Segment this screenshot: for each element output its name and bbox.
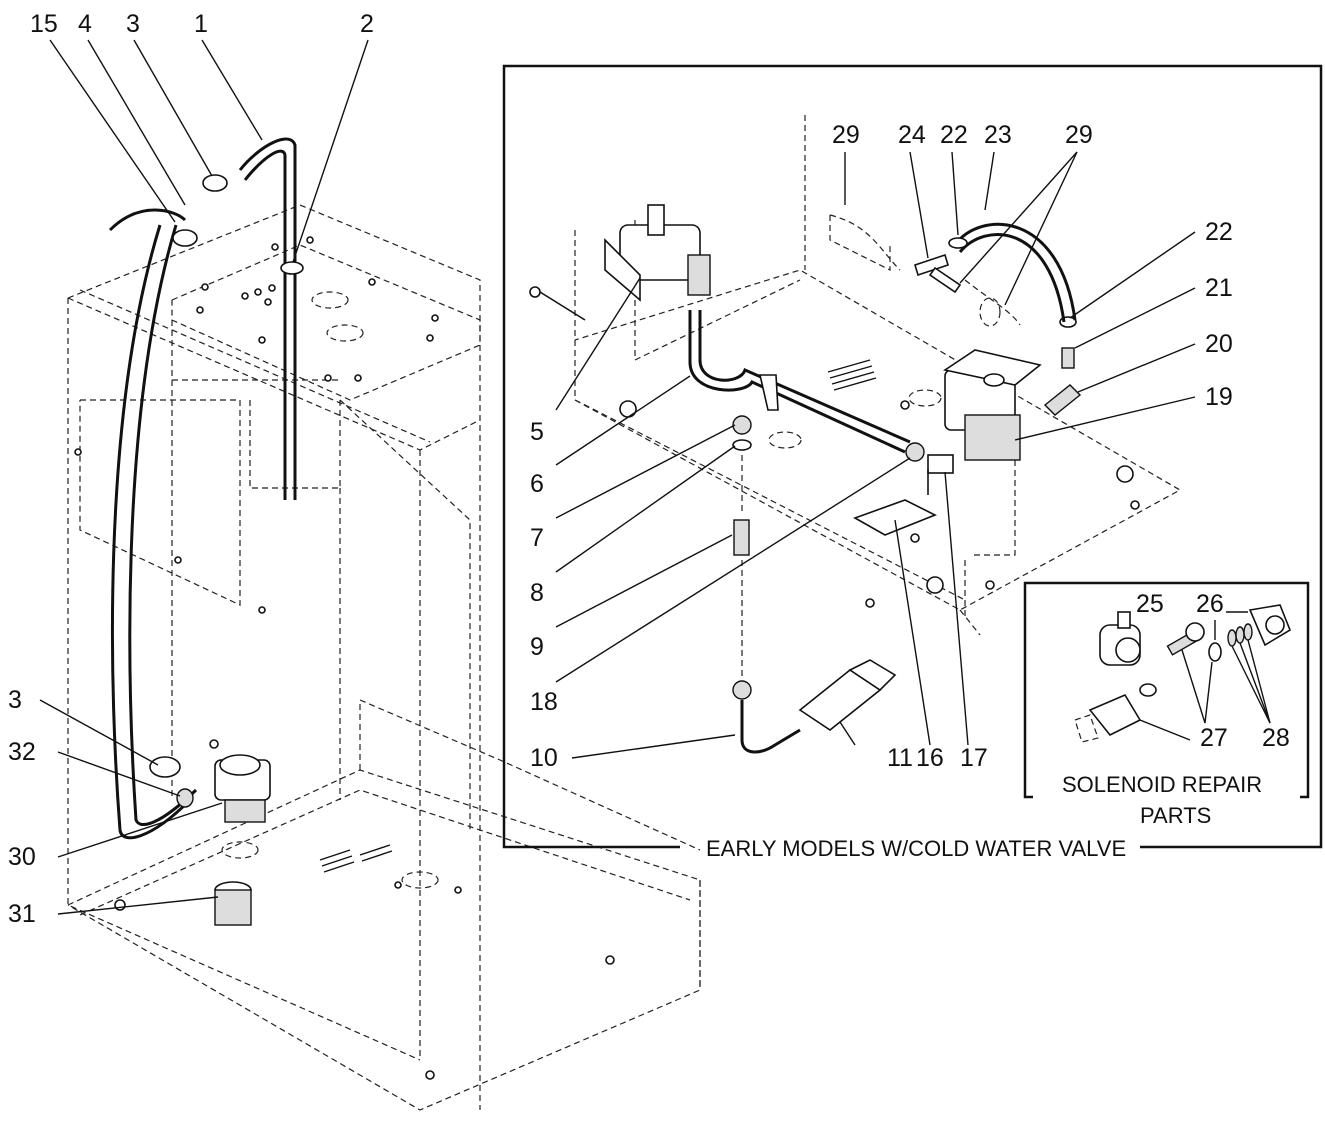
callout-28: 28 [1262,724,1290,752]
inset-callouts: 29 24 22 23 29 22 21 20 19 5 6 7 8 9 18 … [530,121,1233,772]
left-callouts: 15 4 3 1 2 3 32 30 31 [8,10,374,928]
inset-elbow-10-11 [732,659,897,754]
left-leaders [39,39,369,915]
callout-3-low: 3 [8,686,22,714]
callout-19: 19 [1205,383,1233,411]
callout-5: 5 [530,418,544,446]
callout-8: 8 [530,579,544,607]
hose-clamp-top [202,174,228,192]
inset-caption: EARLY MODELS W/COLD WATER VALVE [706,836,1126,861]
callout-23: 23 [984,121,1012,149]
tube-vent [238,137,297,500]
inset-parts-7-8-9 [732,415,752,680]
inlet-valve [209,739,271,823]
callout-7: 7 [530,524,544,552]
fitting-32 [176,788,194,808]
callout-29-right: 29 [1065,121,1093,149]
callout-24: 24 [898,121,926,149]
callout-16: 16 [916,744,944,772]
callout-10: 10 [530,744,558,772]
solenoid-callouts: 25 26 27 28 [1136,590,1290,752]
main-cabinet [67,204,701,1111]
callout-11: 11 [887,744,913,772]
solenoid-leaders [1139,611,1271,741]
inset-parts-16-17-18 [853,442,954,608]
bracket-top [172,229,198,247]
solenoid-repair-box [1023,581,1310,799]
callout-17: 17 [960,744,988,772]
inset-tube-6 [688,310,911,454]
callout-2: 2 [360,10,374,38]
solenoid-caption-line1: SOLENOID REPAIR [1062,772,1262,797]
grommet [280,261,304,275]
callout-4: 4 [78,10,92,38]
inset-hose-23 [948,222,1077,323]
callout-26: 26 [1196,590,1224,618]
callout-27: 27 [1200,724,1228,752]
callout-21: 21 [1205,274,1233,302]
inset-valve-5 [529,204,711,321]
callout-20: 20 [1205,330,1233,358]
callout-25: 25 [1136,590,1164,618]
callout-15: 15 [30,10,58,38]
callout-29-left: 29 [832,121,860,149]
callout-22-top: 22 [940,121,968,149]
callout-22-right: 22 [1205,218,1233,246]
inlet-fitting [214,881,252,926]
hose-clamp-low [149,756,181,778]
inset-tee-24-29 [829,214,1021,327]
callout-18: 18 [530,688,558,716]
callout-30: 30 [8,843,36,871]
solenoid-caption-line2: PARTS [1140,803,1211,828]
inset-solenoid-19 [942,349,1042,461]
inset-fittings-20-21-22 [1043,316,1082,416]
callout-32: 32 [8,738,36,766]
callout-9: 9 [530,633,544,661]
inset-frame [502,64,1323,849]
callout-6: 6 [530,470,544,498]
callout-31: 31 [8,900,36,928]
tube-left-hose [108,208,198,840]
inset-leaders [555,151,1196,759]
inset-cabinet [574,115,1182,636]
callout-3-top: 3 [126,10,140,38]
callout-1: 1 [194,10,208,38]
